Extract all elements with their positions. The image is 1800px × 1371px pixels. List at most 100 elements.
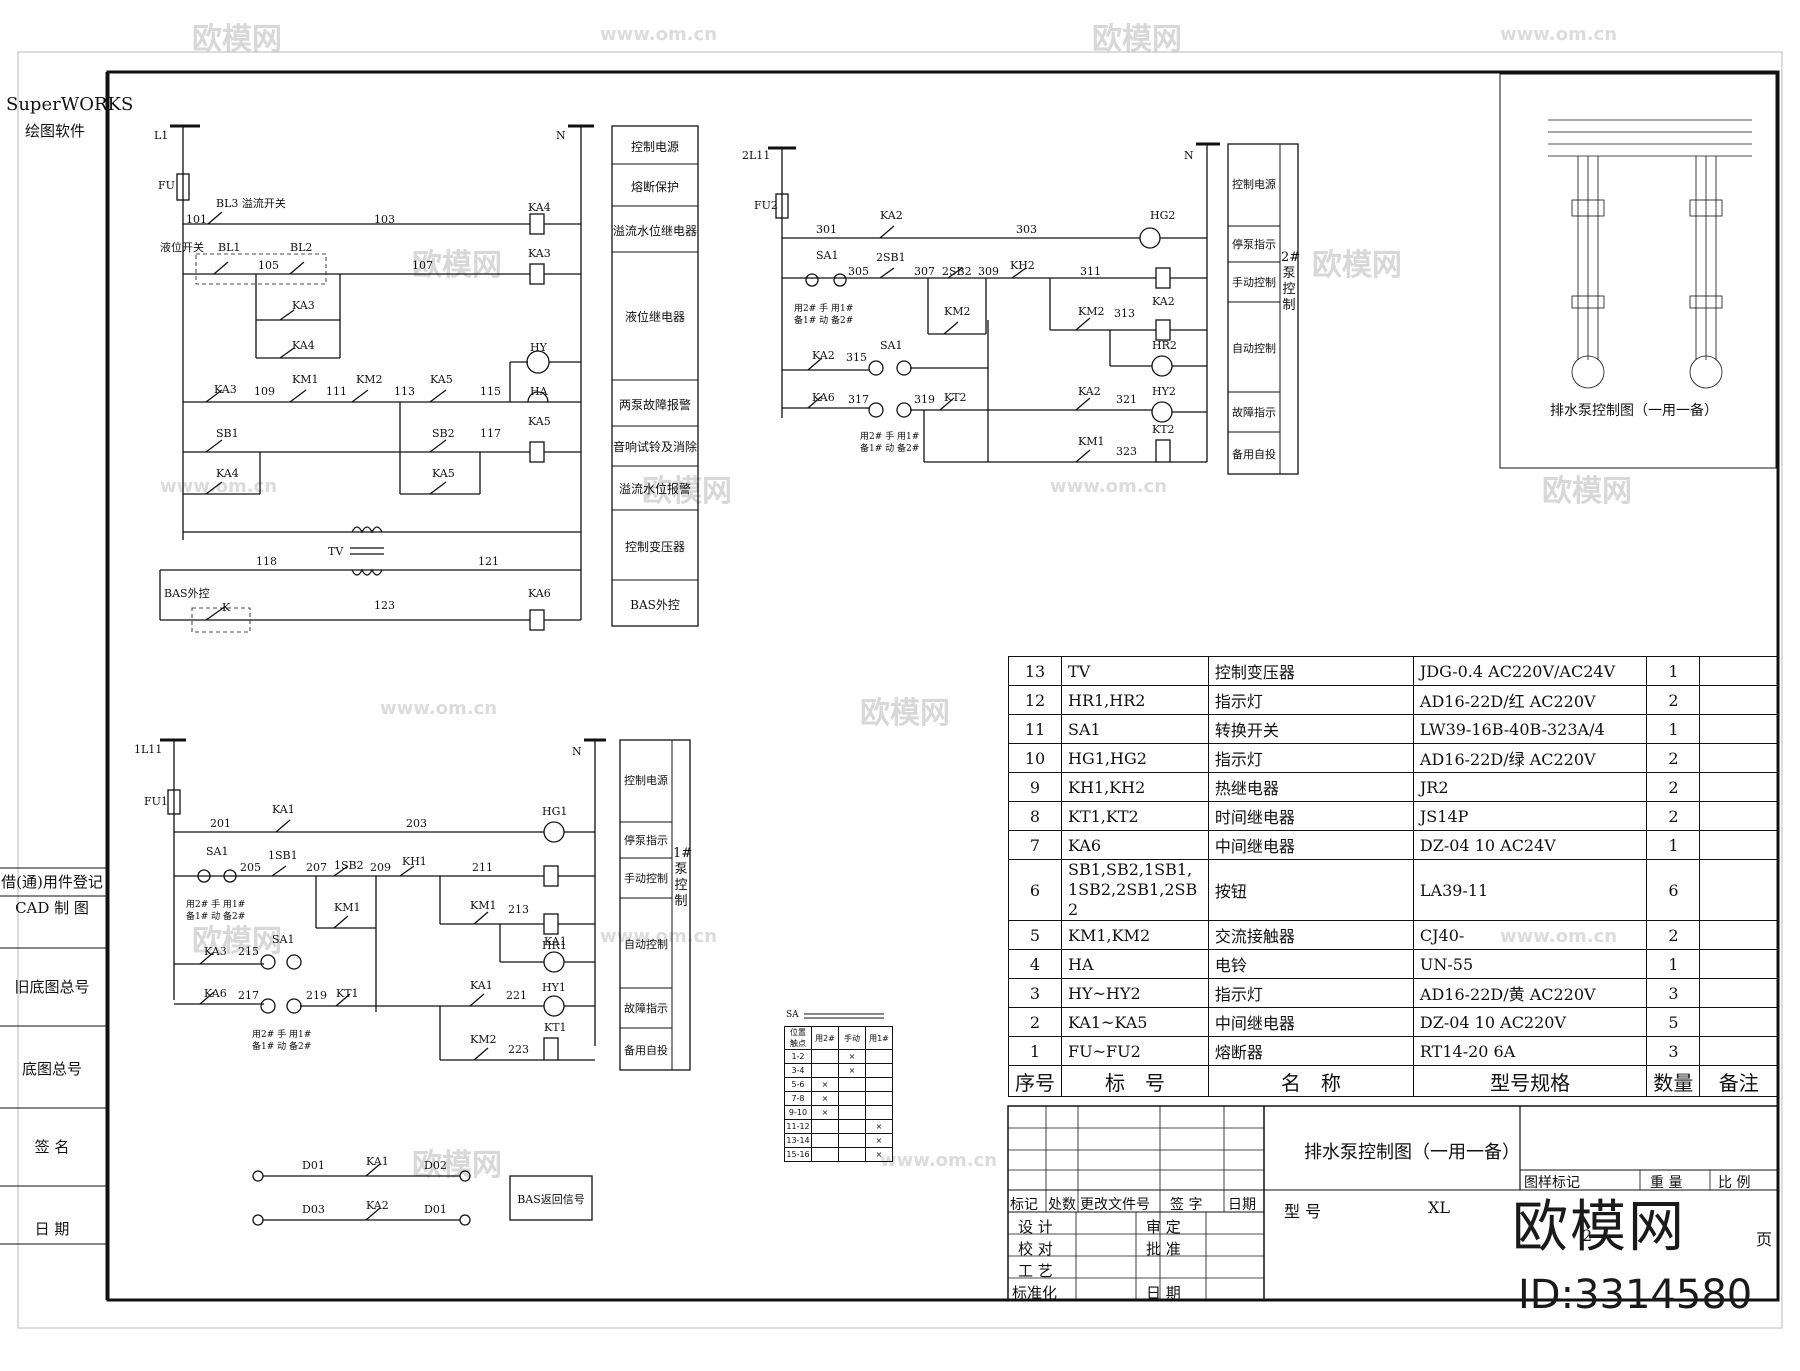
watermark-brand: 欧模网 (1092, 22, 1182, 57)
contact-mark (865, 1049, 893, 1064)
lamp-label: KA1 (544, 935, 567, 948)
bom-qty: 3 (1646, 1036, 1701, 1066)
neutral-label: N (1184, 149, 1194, 162)
wire-label: 203 (406, 817, 427, 830)
wire-label: 307 (914, 265, 935, 278)
bom-note (1699, 1036, 1778, 1066)
bom-code: SB1,SB2,1SB1,1SB2,2SB1,2SB2 (1061, 859, 1209, 921)
software-brand: SuperWORKS 绘图软件 (6, 92, 134, 144)
contact-label: KM2 (356, 373, 383, 386)
wire-label: 317 (848, 393, 869, 406)
neutral-label: N (572, 745, 582, 758)
role-label: 标准化 (1012, 1284, 1058, 1302)
contact-label: KM1 (334, 901, 361, 914)
bom-index: 9 (1008, 772, 1062, 802)
bom-qty: 2 (1646, 685, 1701, 715)
bom-header: 型号规格 (1412, 1065, 1648, 1097)
bom-header: 序号 (1008, 1065, 1062, 1097)
watermark-brand: 欧模网 (412, 1148, 502, 1183)
contact-pair: 11-12 (784, 1119, 812, 1134)
bom-qty: 6 (1646, 859, 1701, 921)
bom-name: 转换开关 (1207, 714, 1414, 744)
function-label: 熔断保护 (630, 180, 679, 194)
bom-code: KM1,KM2 (1061, 920, 1209, 950)
contact-label: KA1 (366, 1155, 389, 1168)
relay-label: KA3 (528, 247, 551, 260)
watermark-site: www.om.cn (600, 24, 718, 45)
bom-note (1699, 743, 1778, 773)
terminal-label: D01 (424, 1203, 447, 1216)
wire-label: 101 (186, 213, 207, 226)
bom-spec: LA39-11 (1412, 859, 1648, 921)
role-label: 工 艺 (1018, 1262, 1053, 1280)
button-label: 1SB2 (334, 859, 364, 872)
watermark-brand: 欧模网 (642, 474, 732, 509)
sidebar-cell-signature: 签 名 (34, 1138, 70, 1156)
contact-label: KA4 (292, 339, 315, 352)
contact-label: KA2 (366, 1199, 389, 1212)
bom-qty: 2 (1646, 743, 1701, 773)
bom-note (1699, 859, 1778, 921)
switch-contact-table: 位置 触点 用2# 手动 用1# 1-2× 3-4× 5-6× 7-8× 9-1… (784, 1026, 893, 1162)
switch-table-header: 用1# (865, 1026, 893, 1050)
contact-label: KA3 (214, 383, 237, 396)
bom-qty: 1 (1646, 949, 1701, 979)
bom-spec: DZ-04 10 AC220V (1412, 1007, 1648, 1037)
bom-code: HY~HY2 (1061, 978, 1209, 1008)
wire-label: 315 (846, 351, 867, 364)
wire-label: 209 (370, 861, 391, 874)
bom-note (1699, 656, 1778, 686)
sidebar-cell-base-number: 底图总号 (21, 1060, 82, 1078)
switch-label: SA1 (272, 933, 295, 946)
switch-note: 用2# 手 用1# (252, 1030, 312, 1040)
bom-qty: 1 (1646, 656, 1701, 686)
bom-note (1699, 830, 1778, 860)
wire-label: 215 (238, 945, 259, 958)
bom-index: 1 (1008, 1036, 1062, 1066)
contact-label: KM2 (944, 305, 971, 318)
switch-label: 液位开关 (160, 241, 204, 254)
contact-mark (838, 1147, 866, 1162)
button-label: SB1 (216, 427, 239, 440)
fuse-label: FU2 (754, 199, 778, 212)
contact-mark: × (838, 1049, 866, 1064)
rev-header: 标记 (1010, 1197, 1038, 1213)
bom-index: 13 (1008, 656, 1062, 686)
contact-mark (838, 1077, 866, 1092)
contact-label: KA6 (812, 391, 835, 404)
vertical-tag: 2#泵控制 (1281, 250, 1301, 313)
sidebar-cell-date: 日 期 (34, 1220, 70, 1238)
wire-label: 118 (256, 555, 277, 568)
watermark-brand: 欧模网 (1312, 248, 1402, 283)
button-label: SB2 (432, 427, 455, 440)
watermark-site: www.om.cn (880, 1150, 998, 1171)
vertical-tag: 1#泵控制 (673, 846, 693, 909)
lamp-label: HG2 (1150, 209, 1176, 222)
contact-label: KM1 (470, 899, 497, 912)
switch-label: BL3 溢流开关 (216, 197, 286, 210)
contact-mark (838, 1105, 866, 1120)
brand-line-1: SuperWORKS (6, 94, 134, 115)
bom-spec: AD16-22D/绿 AC220V (1412, 743, 1648, 773)
role-label: 审 定 (1146, 1218, 1181, 1236)
switch-table-title: SA (786, 1010, 799, 1020)
bom-code: KT1,KT2 (1061, 801, 1209, 831)
contact-label: KA5 (430, 373, 453, 386)
contact-pair: 7-8 (784, 1091, 812, 1106)
watermark-brand: 欧模网 (192, 924, 282, 959)
role-label: 校 对 (1018, 1240, 1053, 1258)
function-label: 音响试铃及消除 (612, 440, 697, 454)
function-label: 停泵指示 (624, 834, 668, 847)
bom-qty: 1 (1646, 714, 1701, 744)
contact-pair: 1-2 (784, 1049, 812, 1064)
role-label: 设 计 (1018, 1218, 1053, 1236)
timer-label: KT2 (944, 391, 967, 404)
bas-label: BAS外控 (164, 587, 210, 600)
bom-note (1699, 949, 1778, 979)
watermark-brand: 欧模网 (192, 22, 282, 57)
bom-spec: JDG-0.4 AC220V/AC24V (1412, 656, 1648, 686)
bom-index: 11 (1008, 714, 1062, 744)
bom-code: HR1,HR2 (1061, 685, 1209, 715)
